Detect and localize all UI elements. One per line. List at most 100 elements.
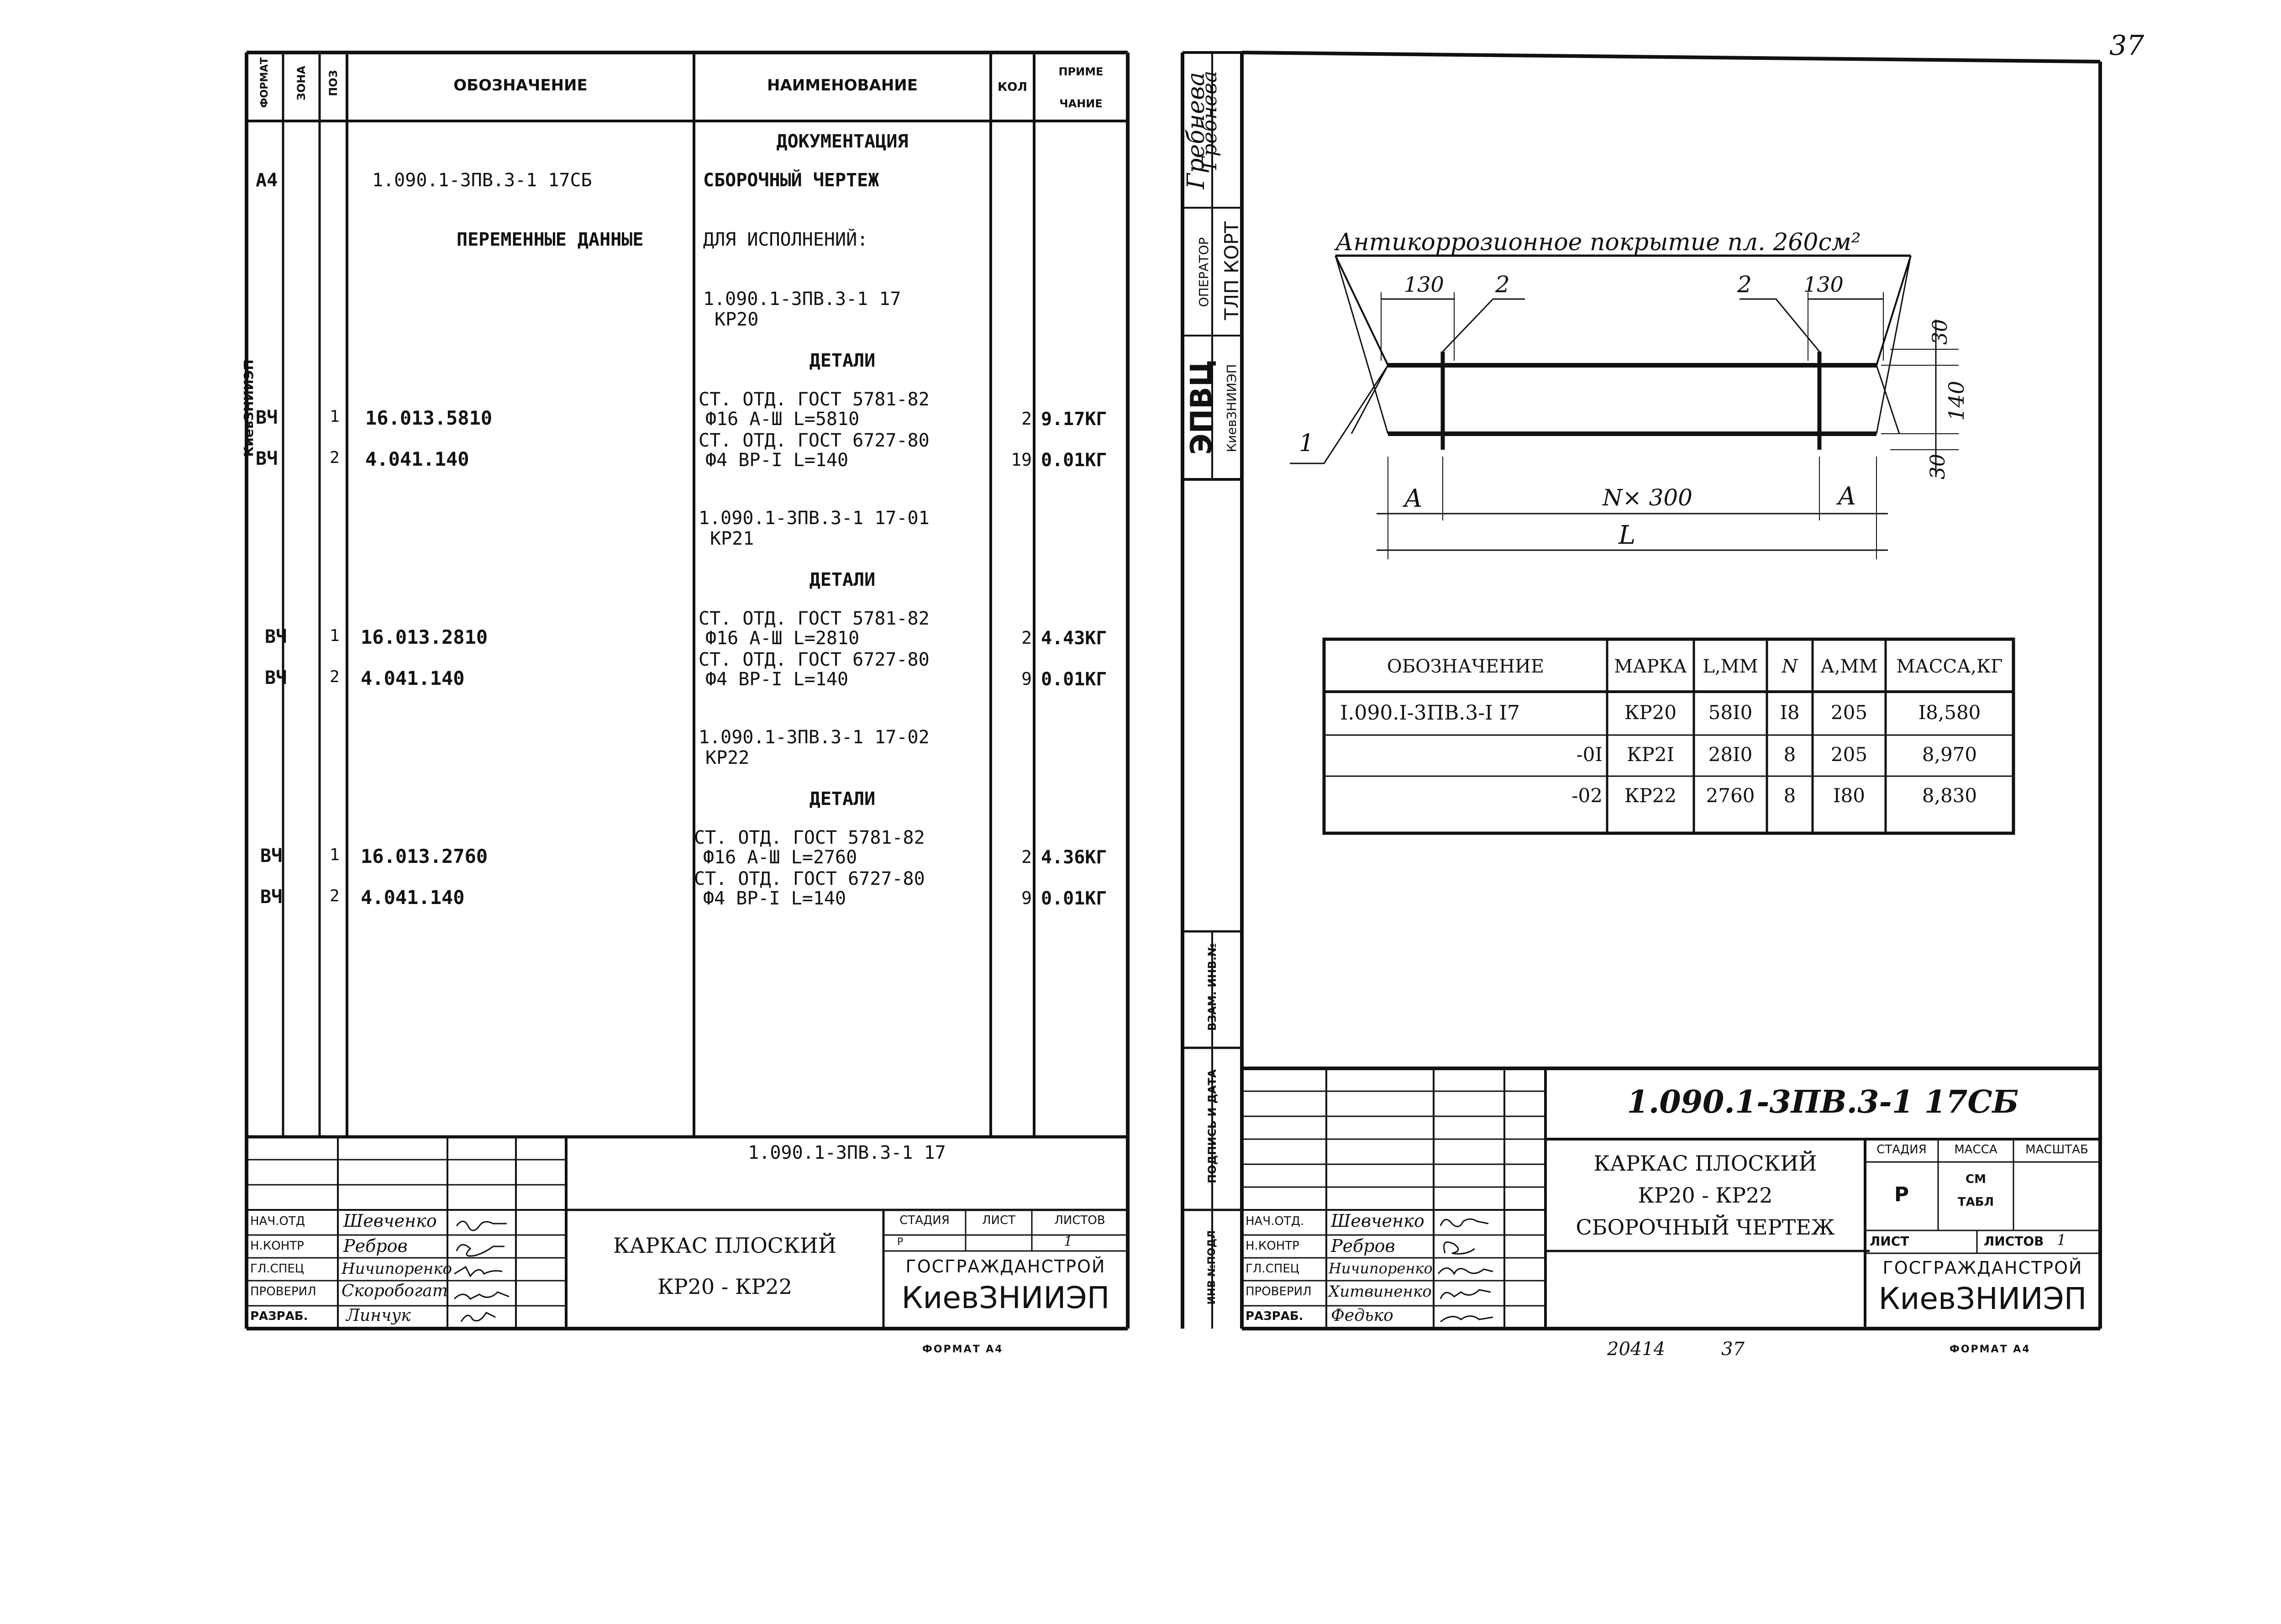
side-tlp: ТЛП КОРТ — [1220, 221, 1243, 321]
right-title-3: СБОРОЧНЫЙ ЧЕРТЕЖ — [1576, 1215, 1835, 1240]
table-row-1-length: 58I0 — [1708, 701, 1753, 724]
group3-r2-designation: 4.041.140 — [361, 886, 465, 909]
group2-mark: КР21 — [710, 528, 754, 549]
table-row-2-a: 205 — [1830, 743, 1868, 766]
right-signatures — [1434, 1210, 1504, 1329]
header-zone: ЗОНА — [295, 65, 308, 101]
row-doc-format: А4 — [256, 170, 278, 191]
group1-r2-name-1: СТ. ОТД. ГОСТ 6727-80 — [699, 430, 930, 451]
left-side-stamp: КиевЗНИИЭП — [241, 359, 256, 457]
group2-r2-format: ВЧ — [265, 667, 287, 688]
group2-r1-name-1: СТ. ОТД. ГОСТ 5781-82 — [699, 608, 930, 629]
group2-r2-name-2: Ф4 ВР-I L=140 — [705, 669, 849, 690]
footer-num-2: 37 — [1721, 1339, 1745, 1360]
group1-mark: КР20 — [715, 309, 759, 330]
group3-r2-pos: 2 — [330, 887, 340, 905]
left-role-4: ПРОВЕРИЛ — [250, 1285, 316, 1298]
group1-r2-name-2: Ф4 ВР-I L=140 — [705, 450, 849, 471]
pos-1: 1 — [1299, 430, 1314, 457]
group1-details: ДЕТАЛИ — [809, 350, 876, 371]
right-role-1: НАЧ.ОТД. — [1246, 1214, 1304, 1228]
group2-r1-qty: 2 — [1021, 628, 1032, 648]
group3-r2-name-1: СТ. ОТД. ГОСТ 6727-80 — [694, 868, 925, 889]
right-stage-label: СТАДИЯ — [1876, 1143, 1927, 1156]
side-podpis: ПОДПИСЬ И ДАТА — [1206, 1069, 1219, 1183]
header-note-2: ЧАНИЕ — [1059, 97, 1103, 110]
right-mass-value-2: ТАБЛ — [1957, 1195, 1994, 1209]
group1-r1-name-2: Ф16 А-Ш L=5810 — [705, 409, 860, 430]
group3-r1-note: 4.36КГ — [1041, 847, 1107, 868]
right-name-4: Хитвиненко — [1329, 1282, 1432, 1301]
right-name-5: Федько — [1331, 1306, 1393, 1325]
group2-r2-note: 0.01КГ — [1041, 669, 1107, 690]
table-row-3-mark: КР22 — [1624, 784, 1677, 807]
group1-r1-pos: 1 — [330, 407, 340, 426]
left-stage-label: СТАДИЯ — [899, 1214, 950, 1227]
footer-num-1: 20414 — [1607, 1339, 1666, 1360]
table-header-n: N — [1782, 656, 1798, 677]
left-org-2: КиевЗНИИЭП — [901, 1280, 1110, 1315]
right-name-3: Ничипоренко — [1329, 1260, 1433, 1277]
header-name: НАИМЕНОВАНИЕ — [767, 76, 918, 95]
group2-r2-qty: 9 — [1021, 669, 1032, 689]
group1-r2-designation: 4.041.140 — [365, 448, 469, 470]
group1-r1-designation: 16.013.5810 — [365, 407, 493, 429]
left-signatures — [447, 1210, 516, 1329]
group3-details: ДЕТАЛИ — [809, 788, 876, 809]
right-format-label: ФОРМАТ А4 — [1950, 1344, 2031, 1355]
header-qty: КОЛ — [998, 80, 1027, 94]
group3-mark: КР22 — [705, 747, 750, 768]
left-sheet-label: ЛИСТ — [982, 1214, 1016, 1227]
table-header-designation: ОБОЗНАЧЕНИЕ — [1387, 656, 1545, 677]
header-note-1: ПРИМЕ — [1058, 65, 1104, 78]
left-name-1: Шевченко — [343, 1211, 437, 1231]
right-org-1: ГОСГРАЖДАНСТРОЙ — [1882, 1258, 2083, 1278]
right-role-2: Н.КОНТР — [1246, 1239, 1299, 1253]
right-role-3: ГЛ.СПЕЦ — [1246, 1262, 1299, 1276]
right-title-1: КАРКАС ПЛОСКИЙ — [1593, 1151, 1817, 1176]
table-row-1-mark: КР20 — [1624, 701, 1677, 724]
left-format-label: ФОРМАТ А4 — [922, 1344, 1004, 1355]
group1-r1-qty: 2 — [1021, 409, 1032, 429]
table-row-3-mass: 8,830 — [1922, 784, 1977, 807]
group2-code: 1.090.1-3ПВ.3-1 17-01 — [699, 508, 930, 529]
group3-r1-pos: 1 — [330, 846, 340, 864]
section-documentation: ДОКУМЕНТАЦИЯ — [776, 131, 909, 152]
left-role-1: НАЧ.ОТД — [250, 1214, 305, 1228]
pos-2-left: 2 — [1495, 271, 1510, 298]
side-author-signature: Гребнева — [1198, 70, 1221, 170]
dim-140: 140 — [1944, 381, 1969, 421]
table-header-mark: МАРКА — [1614, 656, 1687, 677]
group2-r1-pos: 1 — [330, 626, 340, 645]
right-title-2: КР20 - КР22 — [1638, 1183, 1773, 1208]
right-scale-label: МАСШТАБ — [2025, 1143, 2088, 1156]
left-stage-value: Р — [897, 1236, 904, 1248]
left-name-4: Скоробогат — [342, 1282, 448, 1300]
group1-r1-format: ВЧ — [256, 407, 278, 428]
table-row-2-mass: 8,970 — [1922, 743, 1977, 766]
left-name-5: Линчук — [346, 1306, 411, 1325]
for-versions-label: ДЛЯ ИСПОЛНЕНИЙ: — [703, 229, 868, 250]
table-row-2-n: 8 — [1783, 743, 1796, 766]
left-org-1: ГОСГРАЖДАНСТРОЙ — [905, 1256, 1106, 1277]
right-name-1: Шевченко — [1331, 1211, 1424, 1231]
dim-30-top: 30 — [1929, 319, 1952, 345]
table-row-2-designation: -0I — [1576, 743, 1603, 766]
group2-r2-pos: 2 — [330, 667, 340, 686]
pos-2-right: 2 — [1737, 271, 1752, 298]
left-sheets-value: 1 — [1064, 1234, 1073, 1250]
dim-30-bottom: 30 — [1926, 454, 1950, 479]
dim-a-left: А — [1404, 484, 1423, 513]
table-row-3-a: I80 — [1833, 784, 1866, 807]
right-stage-value: Р — [1894, 1183, 1909, 1206]
dim-a-right: А — [1838, 482, 1856, 510]
table-row-2-mark: КР2I — [1626, 743, 1675, 766]
table-header-a: А,ММ — [1820, 656, 1878, 677]
right-name-2: Ребров — [1331, 1236, 1395, 1256]
group3-r1-designation: 16.013.2760 — [361, 845, 488, 867]
header-pos: ПОЗ — [327, 70, 340, 96]
side-inv: ИНВ №ПОДЛ — [1206, 1230, 1218, 1305]
group3-r2-qty: 9 — [1021, 888, 1032, 908]
group3-r1-format: ВЧ — [260, 846, 283, 867]
dim-130-right: 130 — [1803, 272, 1844, 297]
